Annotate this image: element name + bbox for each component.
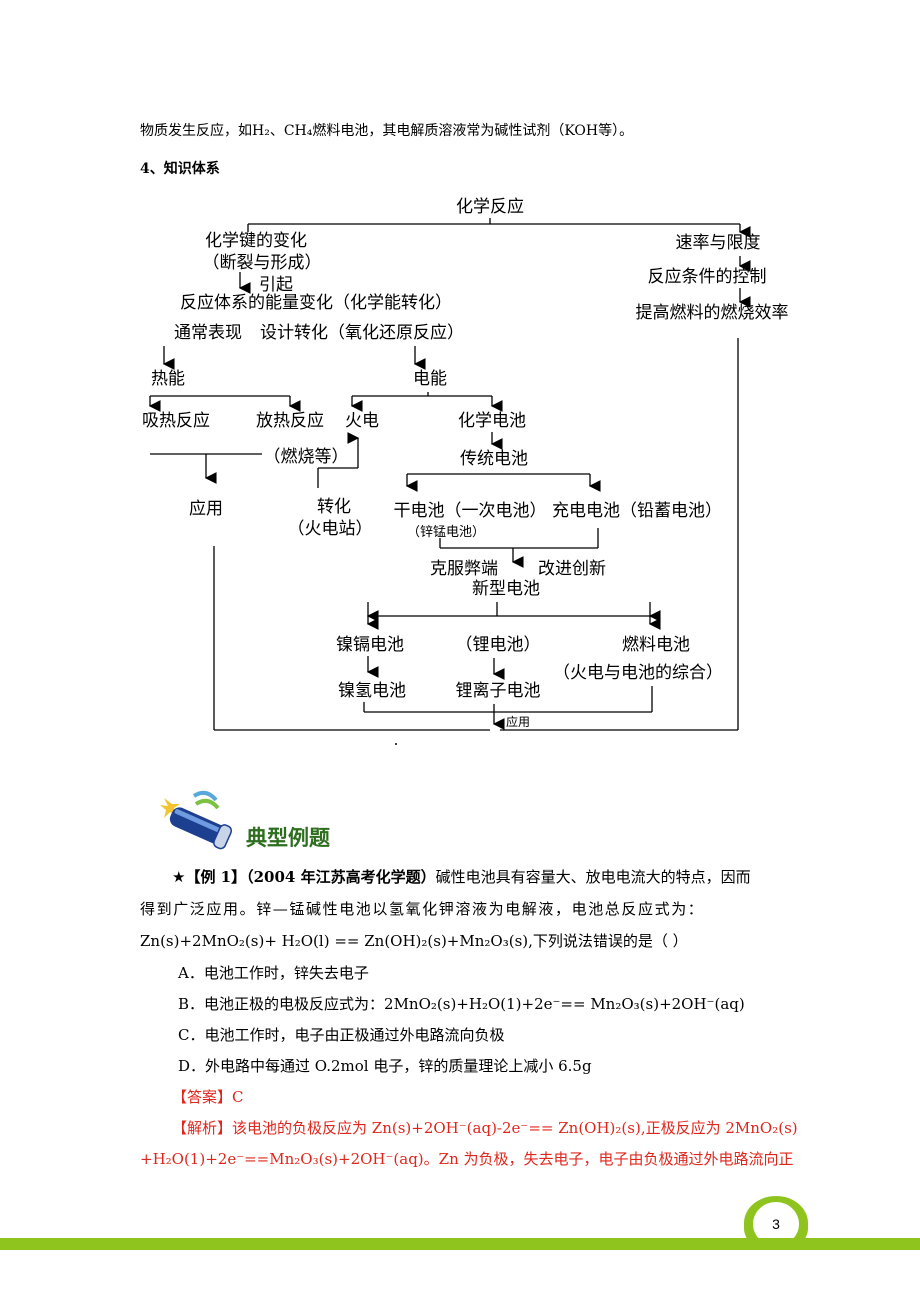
node-bond-change-sub: （断裂与形成） [203, 253, 322, 273]
node-exo: 放热反应 [256, 411, 324, 431]
node-usually: 通常表现 [174, 323, 242, 343]
example1-line3: Zn(s)+2MnO₂(s)+ H₂O(l) == Zn(OH)₂(s)+Mn₂… [140, 932, 688, 950]
example1-line2: 得到广泛应用。锌—锰碱性电池以氢氧化钾溶液为电解液，电池总反应式为： [140, 900, 705, 918]
node-heat: 热能 [151, 369, 185, 389]
node-nimh: 镍氢电池 [338, 681, 406, 701]
examples-title: 典型例题 [246, 826, 330, 850]
footer-bar [0, 1238, 920, 1250]
example1-line1: ★【例 1】（2004 年江苏高考化学题）碱性电池具有容量大、放电电流大的特点，… [172, 866, 751, 887]
node-energy-change: 反应体系的能量变化（化学能转化） [180, 293, 452, 313]
example-source: （2004 年江苏高考化学题） [246, 868, 436, 886]
option-d: D．外电路中每通过 O.2mol 电子，锌的质量理论上减小 6.5g [178, 1057, 592, 1075]
node-bond-change: 化学键的变化 [205, 231, 307, 251]
node-endo: 吸热反应 [142, 411, 210, 431]
node-fuel-cell-note: （火电与电池的综合） [553, 663, 723, 683]
example-text1: 碱性电池具有容量大、放电电流大的特点，因而 [435, 868, 751, 886]
knowledge-diagram: 化学反应 化学键的变化 （断裂与形成） 引起 反应体系的能量变化（化学能转化） … [142, 197, 789, 745]
example-label: 【例 1】 [185, 868, 247, 886]
node-overcome: 克服弊端 [430, 559, 498, 579]
analysis-label: 【解析】 [172, 1119, 233, 1137]
node-lithium: （锂电池） [456, 635, 541, 655]
node-power-station: （火电站） [288, 519, 373, 539]
node-design: 设计转化（氧化还原反应） [260, 323, 464, 343]
node-nicd: 镍镉电池 [336, 635, 404, 655]
node-dry-cell: 干电池（一次电池） [394, 501, 547, 521]
analysis-text1: 该电池的负极反应为 Zn(s)+2OH⁻(aq)-2e⁻== Zn(OH)₂(s… [232, 1119, 798, 1137]
node-new-battery: 新型电池 [472, 579, 540, 599]
answer-value: C [232, 1088, 244, 1106]
node-thermal-power: 火电 [345, 411, 379, 431]
node-fuel-cell: 燃料电池 [622, 635, 690, 655]
node-conversion: 转化 [317, 497, 351, 517]
node-chem-battery: 化学电池 [458, 411, 526, 431]
node-zn-mn: （锌锰电池） [407, 525, 485, 540]
node-application-left: 应用 [189, 499, 223, 519]
node-traditional: 传统电池 [460, 449, 528, 469]
star-icon: ★ [172, 868, 186, 886]
answer-label: 【答案】 [172, 1088, 233, 1106]
node-efficiency: 提高燃料的燃烧效率 [636, 303, 789, 323]
telescope-icon [160, 790, 233, 850]
analysis-line2: +H₂O(1)+2e⁻==Mn₂O₃(s)+2OH⁻(aq)。Zn 为负极，失去… [140, 1150, 794, 1168]
analysis-line1: 【解析】该电池的负极反应为 Zn(s)+2OH⁻(aq)-2e⁻== Zn(OH… [172, 1117, 798, 1138]
stray-dot [395, 743, 397, 745]
option-b: B．电池正极的电极反应式为：2MnO₂(s)+H₂O(1)+2e⁻== Mn₂O… [178, 995, 745, 1013]
section-title: 4、知识体系 [140, 161, 220, 177]
node-cause: 引起 [259, 275, 293, 295]
node-application-bottom: 应用 [506, 714, 530, 729]
node-improve: 改进创新 [538, 559, 606, 579]
answer-line: 【答案】C [172, 1086, 244, 1107]
node-li-ion: 锂离子电池 [456, 681, 541, 701]
node-rechargeable: 充电电池（铅蓄电池） [552, 501, 722, 521]
option-c: C．电池工作时，电子由正极通过外电路流向负极 [178, 1026, 505, 1044]
node-electric: 电能 [413, 369, 447, 389]
node-burning: （燃烧等） [264, 447, 349, 467]
intro-line: 物质发生反应，如H₂、CH₄燃料电池，其电解质溶液常为碱性试剂（KOH等）。 [140, 123, 634, 139]
option-a: A．电池工作时，锌失去电子 [178, 964, 369, 982]
node-rate: 速率与限度 [676, 233, 761, 253]
node-root: 化学反应 [456, 197, 524, 217]
node-condition-control: 反应条件的控制 [648, 267, 767, 287]
